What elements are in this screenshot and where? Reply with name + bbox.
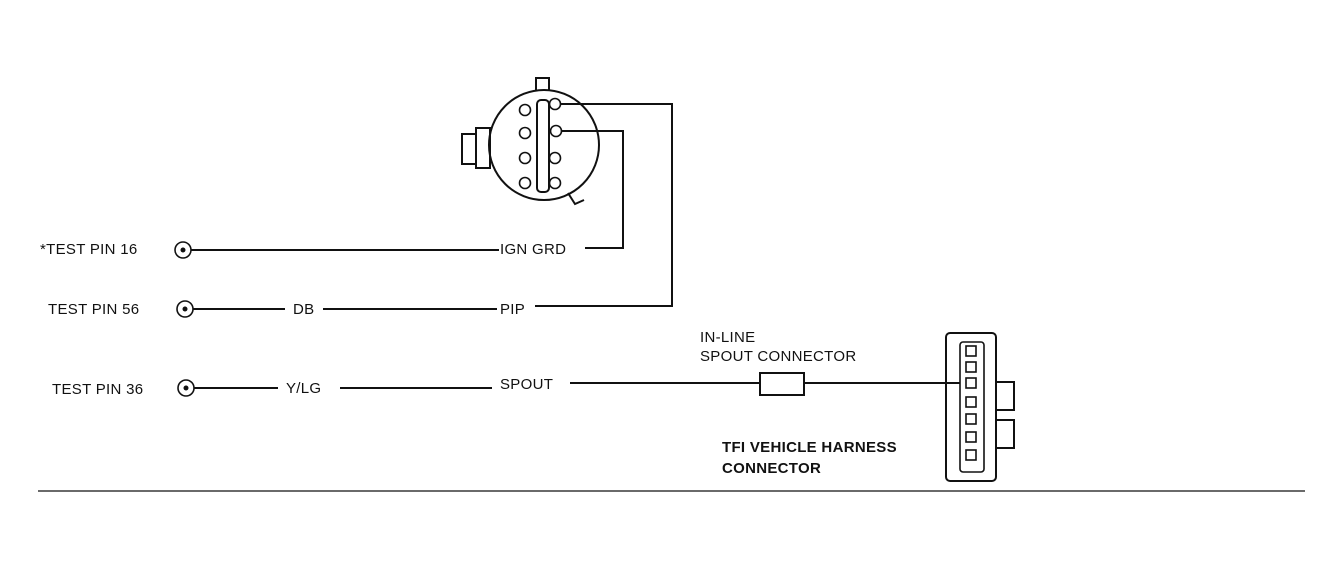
- module-wires: [535, 103, 673, 307]
- inline-connector-label-1: IN-LINE: [700, 329, 755, 346]
- tfi-harness-connector: [945, 332, 1015, 482]
- harness-connector-label-2: CONNECTOR: [722, 460, 821, 477]
- test-pin-16-row: *TEST PIN 16 IGN GRD: [40, 241, 566, 259]
- test-pin-36-label: TEST PIN 36: [52, 381, 143, 398]
- inline-connector-label-2: SPOUT CONNECTOR: [700, 348, 856, 365]
- test-pin-16-label: *TEST PIN 16: [40, 241, 138, 258]
- inline-spout-connector: [759, 372, 805, 396]
- test-pin-36-row: TEST PIN 36 Y/LG SPOUT: [52, 372, 960, 398]
- spout-label: SPOUT: [500, 376, 553, 393]
- pip-label: PIP: [500, 301, 525, 318]
- tfi-module-connector: [461, 77, 600, 206]
- test-pin-56-label: TEST PIN 56: [48, 301, 139, 318]
- test-pin-56-row: TEST PIN 56 DB PIP: [48, 300, 525, 318]
- harness-connector-label-1: TFI VEHICLE HARNESS: [722, 439, 897, 456]
- ylg-label: Y/LG: [286, 380, 321, 397]
- ign-grd-label: IGN GRD: [500, 241, 566, 258]
- db-label: DB: [293, 301, 314, 318]
